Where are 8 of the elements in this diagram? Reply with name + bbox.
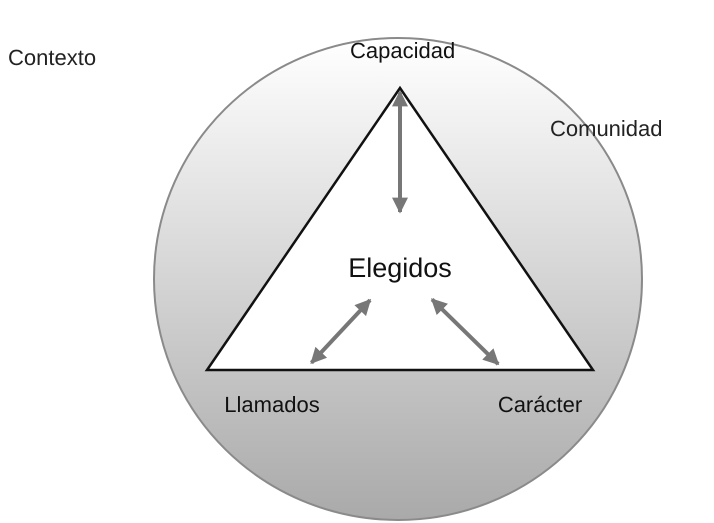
context-label: Contexto — [8, 45, 96, 71]
vertex-label: Carácter — [485, 392, 595, 418]
center-label: Elegidos — [338, 252, 462, 284]
double-arrow — [310, 298, 372, 364]
region-label: Comunidad — [550, 116, 663, 142]
double-arrow — [430, 298, 500, 366]
double-arrow — [392, 90, 408, 214]
vertex-label: Llamados — [210, 392, 334, 418]
